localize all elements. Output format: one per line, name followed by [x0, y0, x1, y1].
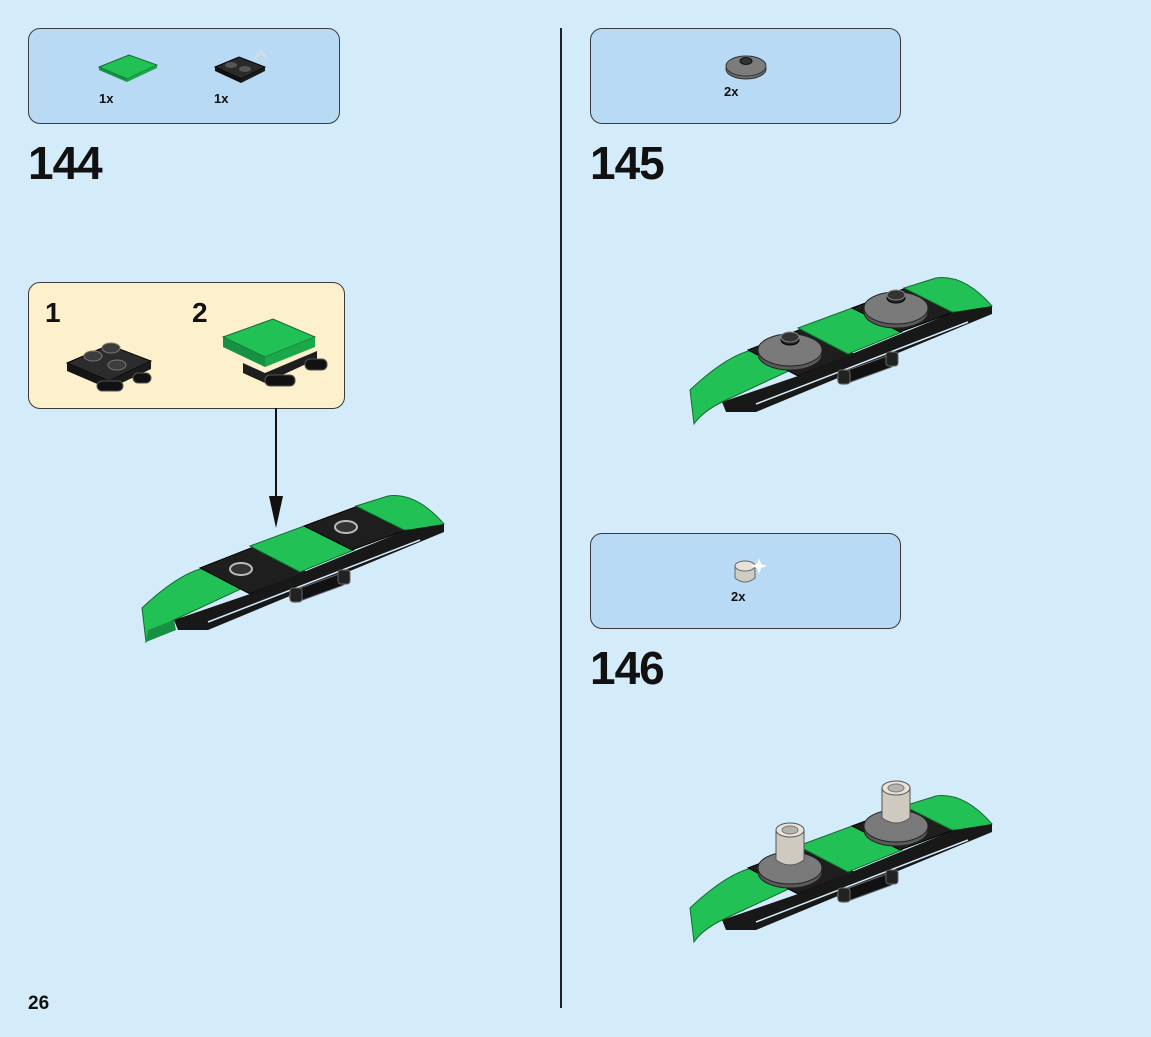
- black-plate-with-clips-illustration: [65, 342, 153, 392]
- green-flat-tile-icon: [97, 54, 159, 82]
- step-number: 146: [590, 642, 665, 694]
- sub-step-number: 1: [45, 297, 61, 328]
- page-number: 26: [28, 993, 50, 1014]
- column-divider: [560, 28, 562, 1008]
- subassembly-callout: 1 2: [28, 282, 345, 409]
- parts-list-step-145: 2x: [590, 28, 901, 124]
- step-number: 144: [28, 137, 103, 189]
- dark-gray-round-plate-icon: [725, 55, 767, 80]
- green-tile-on-plate-illustration: [221, 318, 328, 387]
- parts-list-step-144: 1x 1x: [28, 28, 340, 124]
- parts-list-step-146: 2x: [590, 533, 901, 629]
- sub-step-number: 2: [192, 297, 208, 328]
- part-qty: 2x: [731, 589, 746, 604]
- black-plate-with-clips-icon: [213, 49, 268, 83]
- assembly-step-145: [689, 277, 993, 426]
- part-qty: 1x: [99, 91, 114, 106]
- part-qty: 2x: [724, 84, 739, 99]
- trans-clear-round-brick-icon: [734, 558, 767, 583]
- subassembly-arrow: [269, 408, 283, 528]
- assembly-step-144: [141, 495, 445, 644]
- step-number: 145: [590, 137, 665, 189]
- assembly-step-146: [689, 780, 993, 944]
- part-qty: 1x: [214, 91, 229, 106]
